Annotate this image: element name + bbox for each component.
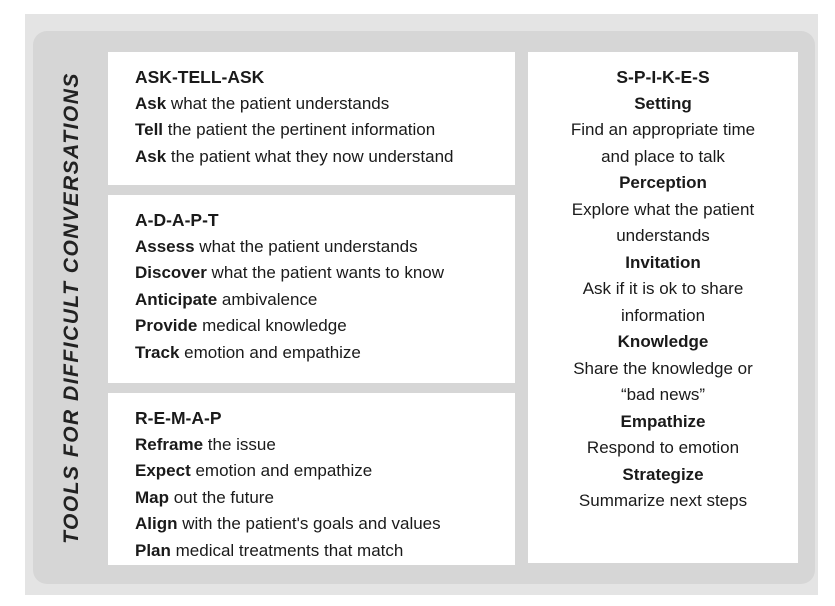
step-description: Summarize next steps bbox=[578, 491, 748, 510]
step-title: Invitation bbox=[625, 252, 701, 272]
box-title: A-D-A-P-T bbox=[135, 210, 219, 230]
item-keyword: Plan bbox=[135, 540, 171, 560]
item-keyword: Ask bbox=[135, 146, 167, 166]
step-description: Find an appropriate time bbox=[570, 120, 756, 139]
item-text: what the patient understands bbox=[166, 93, 390, 113]
item-text: emotion and empathize bbox=[179, 342, 361, 362]
step-title: Setting bbox=[634, 93, 692, 113]
item-keyword: Map bbox=[135, 487, 169, 507]
item-keyword: Discover bbox=[135, 263, 207, 282]
step-title: Strategize bbox=[622, 464, 704, 484]
ask-tell-ask-box: ASK-TELL-ASK Ask what the patient underst… bbox=[108, 52, 515, 185]
box-title: ASK-TELL-ASK bbox=[135, 67, 265, 87]
item-keyword: Reframe bbox=[135, 434, 204, 454]
step-description: Ask if it is ok to share bbox=[582, 279, 744, 298]
item-text: ambivalence bbox=[217, 289, 318, 309]
list-item: Expect emotion and empathize bbox=[135, 458, 515, 485]
item-keyword: Align bbox=[135, 514, 178, 533]
item-keyword: Track bbox=[135, 342, 180, 362]
list-item: Plan medical treatments that match bbox=[135, 538, 515, 565]
step-description: understands bbox=[616, 226, 710, 245]
list-item: Provide medical knowledge bbox=[135, 313, 515, 340]
item-text: emotion and empathize bbox=[190, 461, 373, 480]
item-text: medical knowledge bbox=[197, 316, 347, 335]
item-keyword: Expect bbox=[135, 461, 191, 480]
step-title: Empathize bbox=[620, 411, 706, 431]
step-description: and place to talk bbox=[601, 146, 725, 166]
item-text: the patient what they now understand bbox=[166, 146, 454, 166]
list-item: Track emotion and empathize bbox=[135, 340, 515, 367]
item-keyword: Tell bbox=[135, 120, 164, 139]
side-title: TOOLS FOR DIFFICULT CONVERSATIONS bbox=[50, 52, 94, 563]
step-description: “bad news” bbox=[620, 385, 706, 404]
step-title: Knowledge bbox=[617, 332, 709, 351]
list-item: Ask the patient what they now understand bbox=[135, 144, 515, 171]
item-keyword: Provide bbox=[135, 316, 198, 335]
list-item: Map out the future bbox=[135, 485, 515, 512]
list-item: Anticipate ambivalence bbox=[135, 287, 515, 314]
list-item: Discover what the patient wants to know bbox=[135, 260, 515, 287]
item-text: out the future bbox=[169, 487, 274, 507]
list-item: Ask what the patient understands bbox=[135, 91, 515, 118]
step-description: information bbox=[620, 305, 706, 325]
item-keyword: Anticipate bbox=[135, 289, 218, 309]
item-text: the issue bbox=[203, 434, 276, 454]
list-item: Align with the patient's goals and value… bbox=[135, 511, 515, 538]
box-title: S-P-I-K-E-S bbox=[616, 67, 710, 87]
step-description: Explore what the patient bbox=[571, 199, 755, 219]
step-title: Perception bbox=[619, 173, 707, 192]
item-text: medical treatments that match bbox=[170, 540, 404, 560]
item-text: what the patient wants to know bbox=[206, 263, 445, 282]
item-text: with the patient's goals and values bbox=[177, 514, 441, 533]
item-text: the patient the pertinent information bbox=[163, 120, 436, 139]
list-item: Tell the patient the pertinent informati… bbox=[135, 117, 515, 144]
side-title-text: TOOLS FOR DIFFICULT CONVERSATIONS bbox=[60, 71, 84, 544]
item-keyword: Assess bbox=[135, 236, 195, 256]
list-item: Assess what the patient understands bbox=[135, 234, 515, 261]
adapt-box: A-D-A-P-T Assess what the patient underst… bbox=[108, 195, 515, 383]
step-description: Share the knowledge or bbox=[573, 358, 753, 378]
box-title: R-E-M-A-P bbox=[135, 408, 222, 428]
item-keyword: Ask bbox=[135, 93, 167, 113]
list-item: Reframe the issue bbox=[135, 432, 515, 459]
item-text: what the patient understands bbox=[194, 236, 418, 256]
step-description: Respond to emotion bbox=[586, 438, 740, 457]
